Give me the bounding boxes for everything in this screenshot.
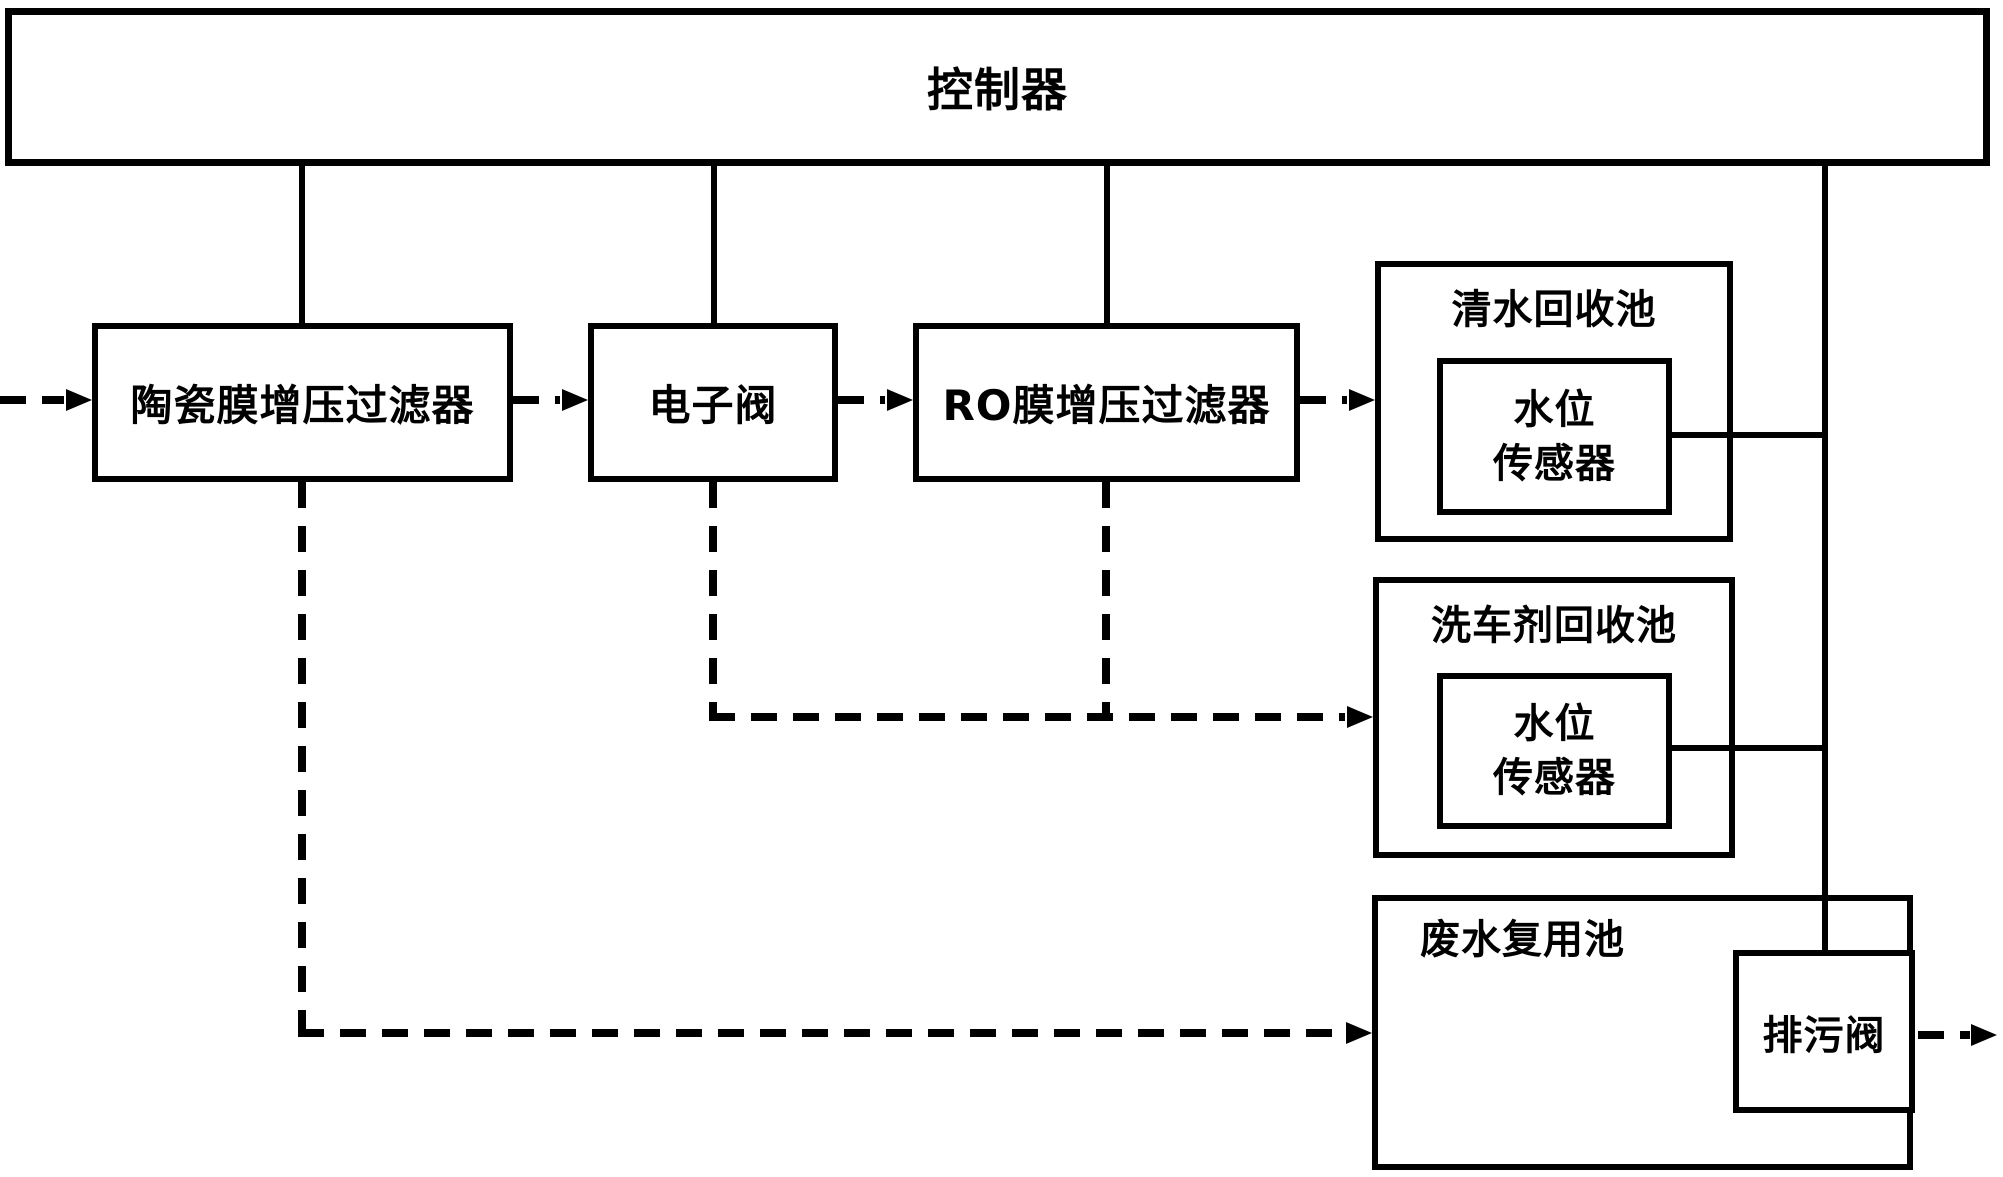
water-level-sensor-label-line1: 水位	[1513, 701, 1596, 747]
controller-box: 控制器	[5, 8, 1990, 166]
line-controller-to-ro-filter	[1104, 163, 1110, 323]
flow-to-waste-pool-arrowhead-icon	[1346, 1022, 1372, 1044]
ceramic-membrane-filter-label: 陶瓷膜增压过滤器	[130, 381, 475, 430]
drain-valve-box: 排污阀	[1733, 950, 1915, 1113]
flow-ro-to-clean-pool-dash	[1300, 396, 1347, 404]
ceramic-membrane-filter-box: 陶瓷膜增压过滤器	[92, 323, 513, 482]
ro-membrane-filter-box: RO膜增压过滤器	[913, 323, 1300, 482]
line-clean-water-sensor-to-bus	[1672, 432, 1825, 438]
flow-valve-to-ro-arrowhead-icon	[887, 389, 913, 411]
electronic-valve-box: 电子阀	[588, 323, 838, 482]
detergent-pool-label: 洗车剂回收池	[1431, 603, 1677, 649]
flow-inlet-arrowhead-icon	[66, 389, 92, 411]
line-controller-to-drain-valve	[1822, 163, 1828, 950]
water-level-sensor-label-line2: 传感器	[1493, 755, 1616, 801]
flow-to-waste-pool-dash	[298, 1029, 1344, 1037]
water-level-sensor-label-line2: 传感器	[1493, 440, 1616, 487]
flow-valve-down-dash	[709, 482, 717, 717]
flow-ro-to-clean-pool-arrowhead-icon	[1349, 389, 1375, 411]
drain-valve-label: 排污阀	[1762, 1012, 1886, 1059]
line-controller-to-electronic-valve	[711, 163, 717, 323]
water-level-sensor-label-line1: 水位	[1513, 386, 1596, 433]
flow-ceramic-to-valve-dash	[513, 396, 560, 404]
controller-label: 控制器	[927, 63, 1068, 117]
clean-water-level-sensor-box: 水位 传感器	[1437, 358, 1672, 515]
flow-to-detergent-pool-arrowhead-icon	[1347, 706, 1373, 728]
waste-water-pool-label: 废水复用池	[1420, 917, 1625, 963]
flow-drain-outlet-arrowhead-icon	[1971, 1024, 1997, 1046]
electronic-valve-label: 电子阀	[648, 381, 778, 430]
flow-ceramic-to-valve-arrowhead-icon	[562, 389, 588, 411]
line-detergent-sensor-to-bus	[1672, 745, 1825, 751]
ro-membrane-filter-label: RO膜增压过滤器	[942, 381, 1271, 430]
flow-drain-outlet-dash	[1918, 1031, 1970, 1039]
line-controller-to-ceramic-filter	[299, 163, 305, 323]
flow-ro-down-dash	[1102, 482, 1110, 717]
detergent-water-level-sensor-box: 水位 传感器	[1437, 673, 1672, 829]
flow-valve-to-ro-dash	[838, 396, 885, 404]
flow-inlet-dash	[0, 396, 64, 404]
flow-to-detergent-pool-dash	[709, 713, 1345, 721]
flow-ceramic-down-dash	[298, 482, 306, 1033]
clean-water-pool-label: 清水回收池	[1451, 287, 1657, 333]
